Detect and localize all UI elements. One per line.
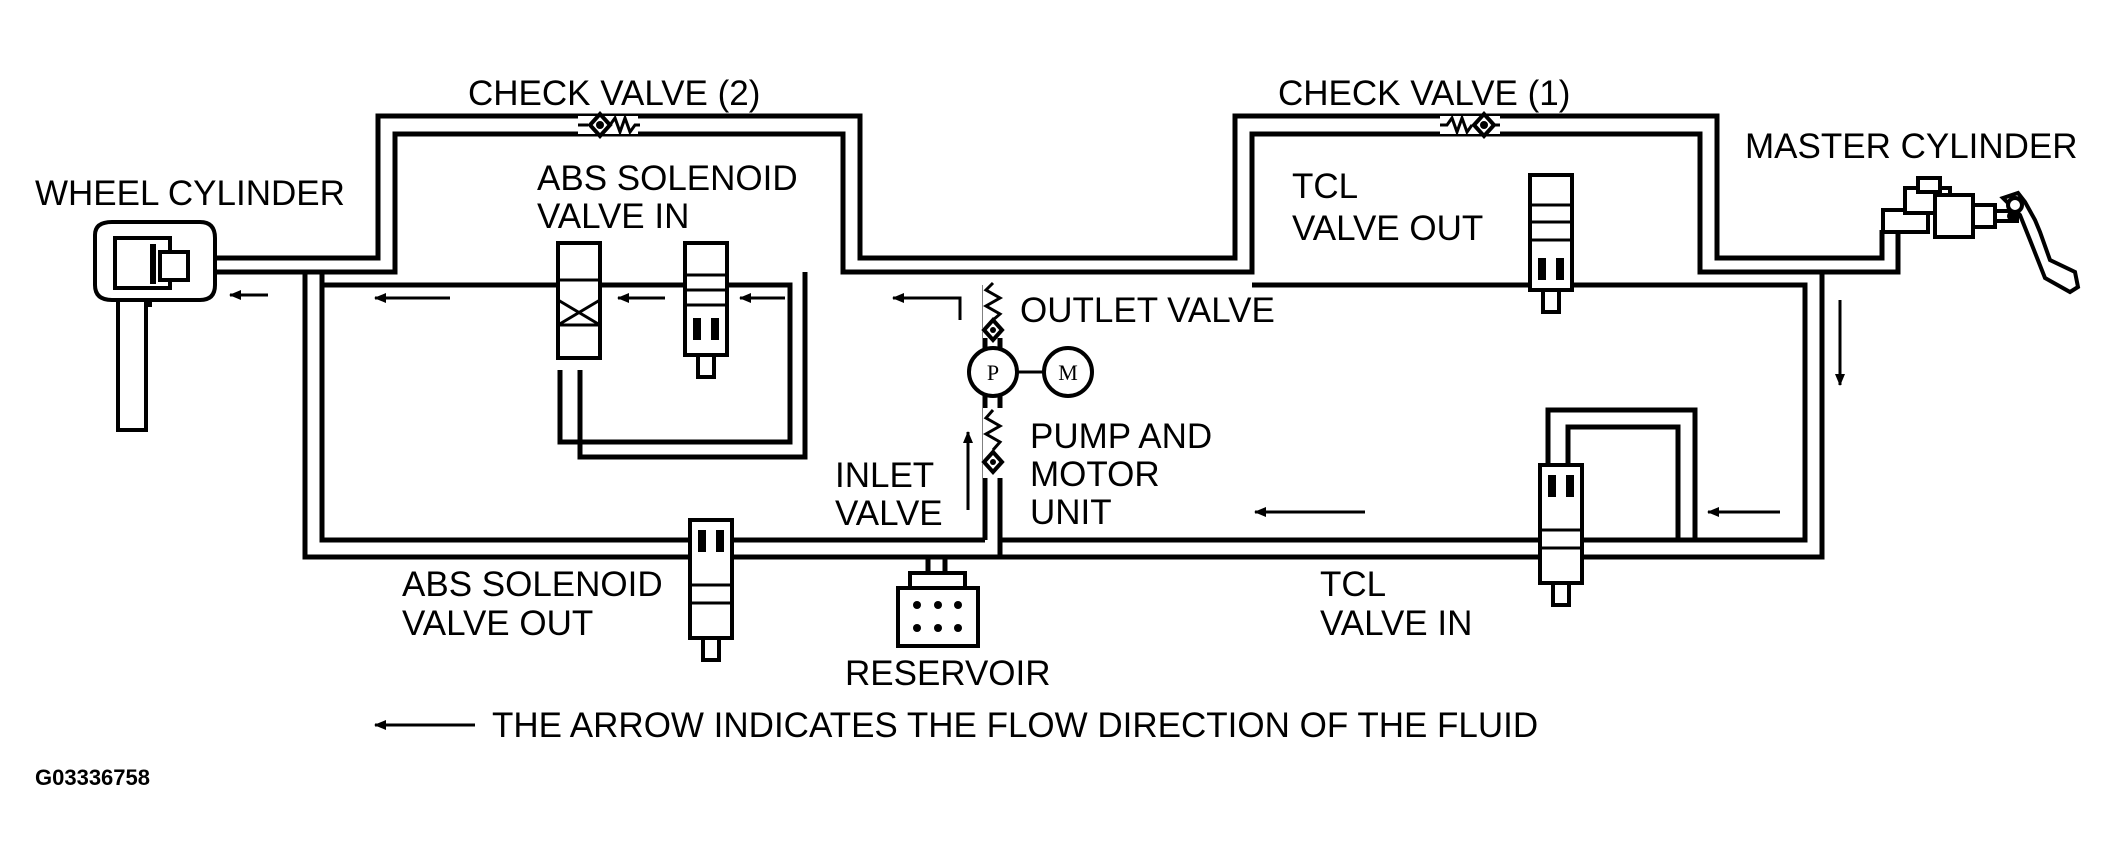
reservoir-icon xyxy=(896,571,980,648)
check-valve-1 xyxy=(1440,111,1500,139)
figure-code: G03336758 xyxy=(35,765,150,790)
tcl-valve-out-label: TCL xyxy=(1292,167,1358,206)
check-valve-2-label: CHECK VALVE (2) xyxy=(468,74,760,113)
abs-solenoid-out-label: ABS SOLENOID xyxy=(402,565,663,604)
tcl-valve-out-label-2: VALVE OUT xyxy=(1292,209,1483,248)
inlet-valve xyxy=(981,408,1005,478)
check-valve-2 xyxy=(578,111,640,139)
pump-motor-label: PUMP AND xyxy=(1030,417,1212,456)
motor-icon: M xyxy=(1042,346,1094,398)
pump-motor-label-3: UNIT xyxy=(1030,493,1112,532)
inlet-valve-label-2: VALVE xyxy=(835,494,943,533)
wheel-cylinder-label: WHEEL CYLINDER xyxy=(35,174,345,213)
abs-solenoid-in-label: ABS SOLENOID xyxy=(537,159,798,198)
outlet-valve xyxy=(981,281,1005,343)
abs-solenoid-out-label-2: VALVE OUT xyxy=(402,604,593,643)
reservoir-label: RESERVOIR xyxy=(845,654,1051,693)
pump-icon: P xyxy=(967,346,1019,398)
pipe-network xyxy=(205,113,1901,575)
wheel-cylinder xyxy=(93,220,217,432)
abs-solenoid-in-label-2: VALVE IN xyxy=(537,197,689,236)
labels: CHECK VALVE (2) CHECK VALVE (1) WHEEL CY… xyxy=(35,74,2078,790)
abs-solenoid-valve-in-left xyxy=(556,241,602,360)
abs-solenoid-valve-in-right xyxy=(683,241,729,379)
tcl-valve-in-label: TCL xyxy=(1320,565,1386,604)
tcl-valve-in-label-2: VALVE IN xyxy=(1320,604,1472,643)
check-valve-1-label: CHECK VALVE (1) xyxy=(1278,74,1570,113)
svg-text:P: P xyxy=(987,360,999,385)
master-cylinder-label: MASTER CYLINDER xyxy=(1745,127,2078,166)
legend-text: THE ARROW INDICATES THE FLOW DIRECTION O… xyxy=(492,706,1538,745)
flow-arrows xyxy=(229,290,1845,730)
outlet-valve-label: OUTLET VALVE xyxy=(1020,291,1275,330)
inlet-valve-label: INLET xyxy=(835,456,934,495)
tcl-valve-in xyxy=(1538,463,1584,607)
master-cylinder xyxy=(1881,176,2081,295)
tcl-valve-out xyxy=(1528,173,1574,314)
svg-text:M: M xyxy=(1058,360,1078,385)
pump-motor-label-2: MOTOR xyxy=(1030,455,1160,494)
abs-solenoid-valve-out xyxy=(688,518,734,662)
flow-arrow-icon xyxy=(892,293,962,320)
